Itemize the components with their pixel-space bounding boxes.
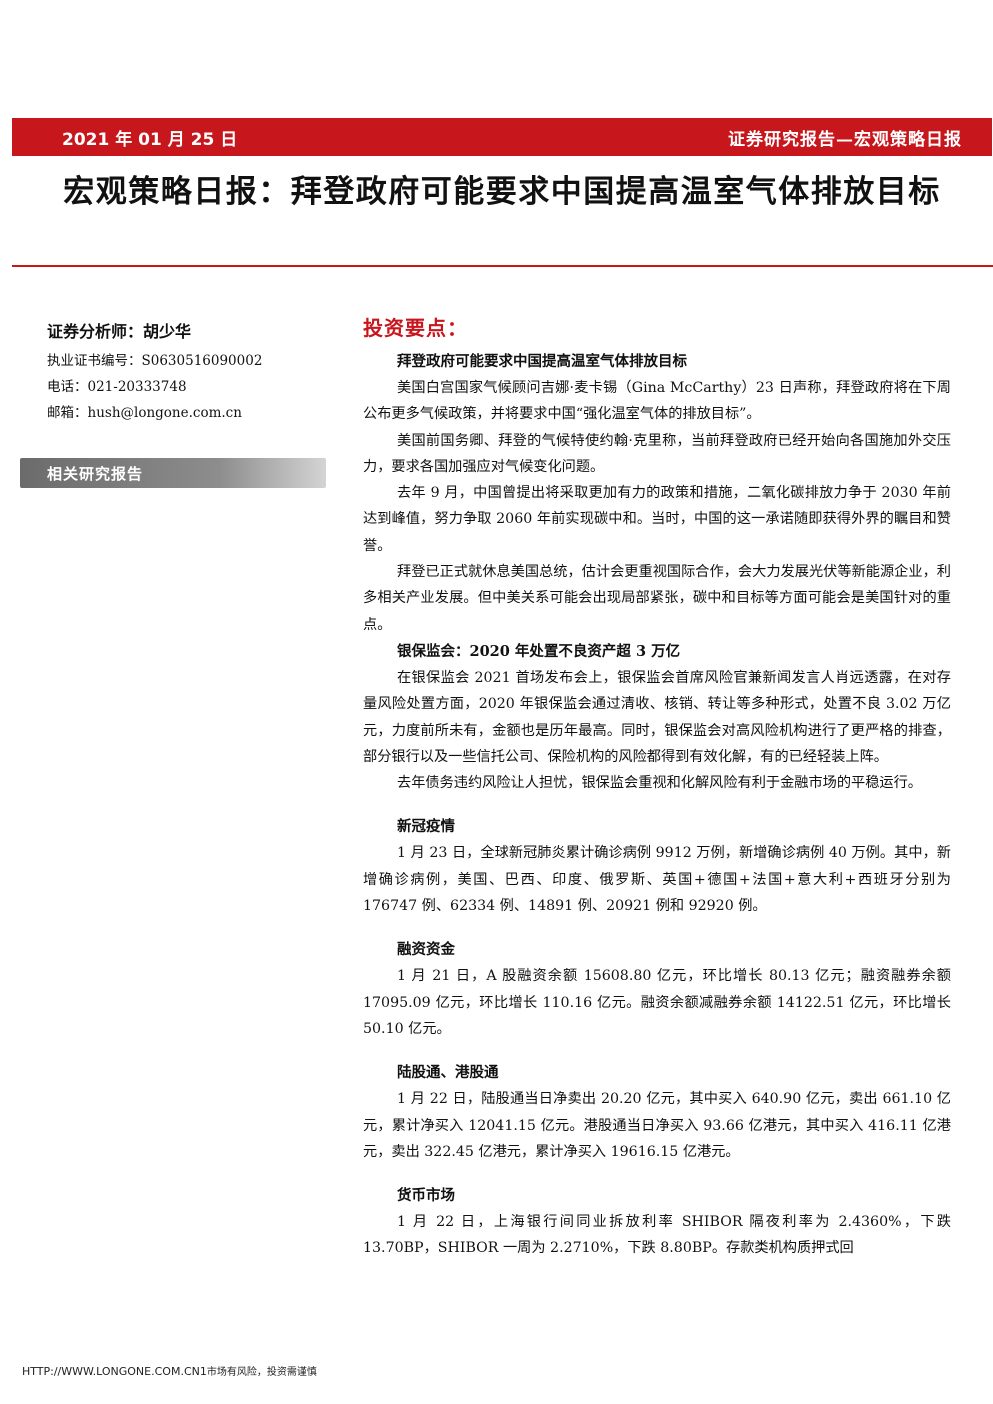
section-money-market: 货币市场 1 月 22 日，上海银行间同业拆放利率 SHIBOR 隔夜利率为 2…	[363, 1182, 951, 1262]
section-title: 融资资金	[397, 941, 455, 959]
paragraph: 美国白宫国家气候顾问吉娜·麦卡锡（Gina McCarthy）23 日声称，拜登…	[363, 380, 951, 423]
paragraph: 1 月 22 日，陆股通当日净卖出 20.20 亿元，其中买入 640.90 亿…	[363, 1091, 951, 1160]
analyst-block: 证券分析师：胡少华 执业证书编号：S0630516090002 电话：021-2…	[47, 318, 337, 426]
analyst-license: 执业证书编号：S0630516090002	[47, 353, 263, 369]
risk-disclaimer: 市场有风险，投资需谨慎	[206, 1367, 317, 1378]
section-stock-connect: 陆股通、港股通 1 月 22 日，陆股通当日净卖出 20.20 亿元，其中买入 …	[363, 1059, 951, 1165]
paragraph: 1 月 22 日，上海银行间同业拆放利率 SHIBOR 隔夜利率为 2.4360…	[363, 1214, 951, 1257]
main-content: 投资要点： 拜登政府可能要求中国提高温室气体排放目标 美国白宫国家气候顾问吉娜·…	[363, 312, 951, 1262]
paragraph: 美国前国务卿、拜登的气候特使约翰·克里称，当前拜登政府已经开始向各国施加外交压力…	[363, 432, 951, 475]
paragraph: 拜登已正式就休息美国总统，估计会更重视国际合作，会大力发展光伏等新能源企业，利多…	[363, 564, 951, 633]
section-climate: 拜登政府可能要求中国提高温室气体排放目标 美国白宫国家气候顾问吉娜·麦卡锡（Gi…	[363, 348, 951, 638]
related-reports-button[interactable]: 相关研究报告	[20, 458, 326, 488]
section-title: 新冠疫情	[397, 818, 455, 836]
paragraph: 1 月 21 日，A 股融资余额 15608.80 亿元，环比增长 80.13 …	[363, 968, 951, 1037]
section-title: 银保监会：2020 年处置不良资产超 3 万亿	[397, 642, 681, 660]
paragraph: 去年 9 月，中国曾提出将采取更加有力的政策和措施，二氧化碳排放力争于 2030…	[363, 485, 951, 554]
page-title: 宏观策略日报：拜登政府可能要求中国提高温室气体排放目标	[63, 174, 941, 210]
analyst-phone: 电话：021-20333748	[47, 379, 187, 395]
section-title: 货币市场	[397, 1187, 455, 1205]
page-footer: HTTP://WWW.LONGONE.COM.CN1市场有风险，投资需谨慎	[22, 1363, 317, 1378]
page-number: 1	[199, 1365, 207, 1378]
report-date: 2021 年 01 月 25 日	[62, 129, 238, 150]
footer-url-link[interactable]: HTTP://WWW.LONGONE.COM.CN	[22, 1365, 200, 1378]
paragraph: 在银保监会 2021 首场发布会上，银保监会首席风险官兼新闻发言人肖远透露，在对…	[363, 669, 951, 765]
analyst-email: 邮箱：hush@longone.com.cn	[47, 405, 242, 421]
section-title: 拜登政府可能要求中国提高温室气体排放目标	[397, 353, 687, 370]
section-cbirc: 银保监会：2020 年处置不良资产超 3 万亿 在银保监会 2021 首场发布会…	[363, 638, 951, 796]
header-bar: 2021 年 01 月 25 日 证券研究报告—宏观策略日报	[12, 118, 992, 156]
paragraph: 1 月 23 日，全球新冠肺炎累计确诊病例 9912 万例，新增确诊病例 40 …	[363, 845, 951, 915]
section-margin-financing: 融资资金 1 月 21 日，A 股融资余额 15608.80 亿元，环比增长 8…	[363, 936, 951, 1042]
section-title: 陆股通、港股通	[397, 1064, 499, 1082]
analyst-name: 证券分析师：胡少华	[47, 322, 192, 341]
investment-highlights-heading: 投资要点：	[363, 316, 468, 340]
title-divider	[12, 265, 993, 267]
section-covid: 新冠疫情 1 月 23 日，全球新冠肺炎累计确诊病例 9912 万例，新增确诊病…	[363, 813, 951, 919]
report-series: 证券研究报告—宏观策略日报	[728, 129, 962, 150]
paragraph: 去年债务违约风险让人担忧，银保监会重视和化解风险有利于金融市场的平稳运行。	[397, 775, 922, 792]
